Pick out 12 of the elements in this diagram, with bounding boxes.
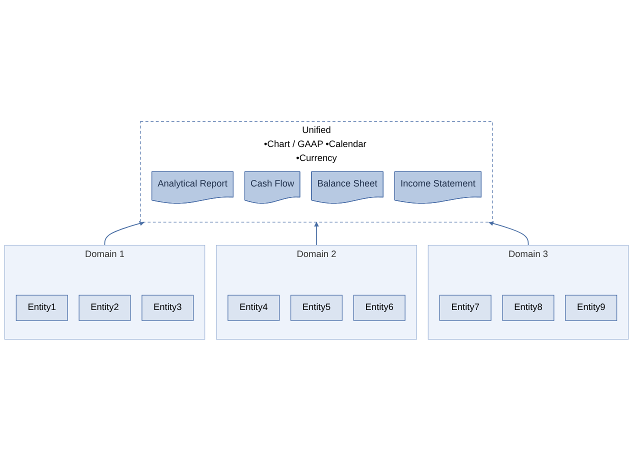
node-box: Entity2 (78, 294, 131, 321)
arrow (488, 220, 529, 246)
node-box: Entity4 (228, 294, 280, 321)
node-box: Entity3 (142, 294, 194, 321)
node-box: Entity1 (16, 294, 68, 321)
arrow (314, 222, 320, 246)
arrow (104, 220, 145, 246)
node-box: Entity7 (439, 294, 492, 321)
node-box: Entity9 (565, 294, 618, 321)
node-box: Entity6 (353, 294, 406, 321)
node-box: Entity8 (502, 294, 554, 321)
node-box: Entity5 (290, 294, 342, 321)
